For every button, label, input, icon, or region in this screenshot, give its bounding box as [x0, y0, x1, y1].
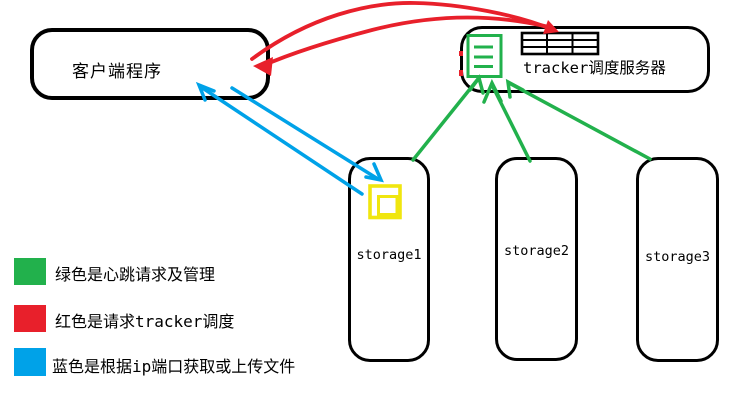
node-storage1-label: storage1: [356, 247, 422, 263]
red-swatch-icon: [14, 305, 46, 332]
node-tracker: tracker调度服务器: [460, 26, 710, 93]
node-client-label: 客户端程序: [72, 62, 162, 82]
node-storage3: storage3: [636, 157, 719, 362]
node-storage2-label: storage2: [503, 243, 570, 259]
edge-storage3-to-tracker: [507, 81, 652, 161]
edge-storage1-to-tracker: [411, 77, 480, 162]
node-storage2: storage2: [495, 157, 578, 361]
node-tracker-label: tracker调度服务器: [523, 59, 666, 77]
node-storage1: storage1: [348, 157, 430, 362]
blue-swatch-icon: [14, 348, 46, 376]
node-storage3-label: storage3: [644, 249, 711, 265]
edge-storage1-to-client: [199, 85, 364, 196]
legend-blue-label: 蓝色是根据ip端口获取或上传文件: [52, 357, 296, 376]
green-swatch-icon: [14, 258, 46, 285]
node-client: 客户端程序: [30, 28, 270, 100]
legend-green-label: 绿色是心跳请求及管理: [55, 265, 216, 284]
edge-storage2-to-tracker: [490, 83, 532, 163]
legend-red-label: 红色是请求tracker调度: [55, 312, 235, 331]
